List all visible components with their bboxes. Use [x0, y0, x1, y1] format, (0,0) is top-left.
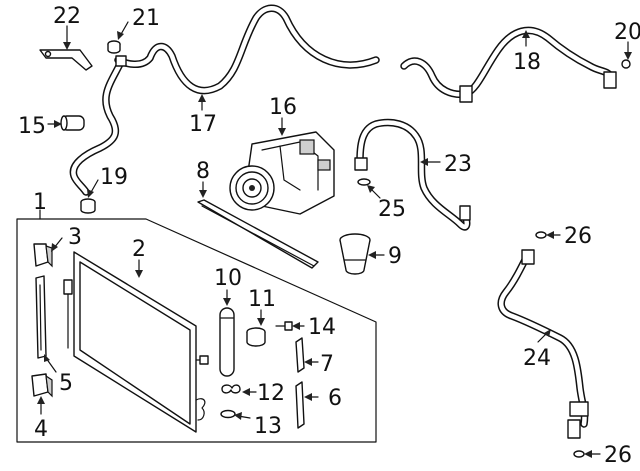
callout-16: 16 [269, 95, 297, 120]
compressor-part [229, 131, 335, 215]
oring-13-part [220, 409, 236, 419]
oring-26-top-part [535, 231, 547, 239]
cap-19-part [80, 198, 96, 214]
filter-part [339, 233, 371, 275]
discharge-line-17 [69, 4, 380, 196]
callout-6: 6 [328, 386, 342, 411]
callout-18: 18 [513, 50, 541, 75]
seal-7-part [295, 337, 305, 373]
callout-20: 20 [614, 20, 640, 45]
upper-bracket-part [33, 243, 53, 268]
condenser-assembly-frame [16, 218, 377, 443]
cap-20-part [621, 59, 631, 69]
bolt-part [275, 321, 293, 331]
callout-2: 2 [132, 237, 146, 262]
callout-3: 3 [68, 225, 82, 250]
callout-8: 8 [196, 159, 210, 184]
callout-21: 21 [132, 6, 160, 31]
callout-4: 4 [34, 417, 48, 442]
seal-strip-part [197, 199, 319, 269]
lower-bracket-part [31, 373, 53, 398]
callout-22: 22 [53, 4, 81, 29]
callout-14: 14 [308, 315, 336, 340]
callout-7: 7 [320, 352, 334, 377]
callout-24: 24 [523, 346, 551, 371]
callout-labels: 1 2 3 4 5 6 7 8 9 10 11 12 13 14 15 16 1… [18, 4, 640, 468]
callout-17: 17 [189, 112, 217, 137]
suction-hose-18 [400, 26, 617, 103]
side-seal-part [35, 275, 47, 359]
callout-19: 19 [100, 165, 128, 190]
leader-lines [37, 21, 632, 458]
sleeve-15-part [60, 115, 85, 131]
cap-21-part [107, 40, 121, 54]
seal-6-part [295, 381, 305, 429]
callout-5: 5 [59, 371, 73, 396]
receiver-drier-part [219, 307, 235, 377]
callout-12: 12 [257, 381, 285, 406]
callout-13: 13 [254, 414, 282, 439]
callout-9: 9 [388, 244, 402, 269]
clip-part [221, 384, 241, 394]
drier-cap-part [246, 327, 266, 347]
oring-25-part [357, 178, 371, 186]
callout-25: 25 [378, 197, 406, 222]
condenser-core [63, 251, 209, 433]
oring-26-bottom-part [573, 450, 585, 458]
callout-1: 1 [33, 190, 47, 215]
callout-15: 15 [18, 114, 46, 139]
callout-26-bottom: 26 [604, 443, 632, 468]
bracket-22-part [39, 49, 93, 71]
callout-10: 10 [214, 266, 242, 291]
hose-24 [497, 249, 589, 439]
callout-26-top: 26 [564, 224, 592, 249]
callout-23: 23 [444, 152, 472, 177]
callout-11: 11 [248, 287, 276, 312]
